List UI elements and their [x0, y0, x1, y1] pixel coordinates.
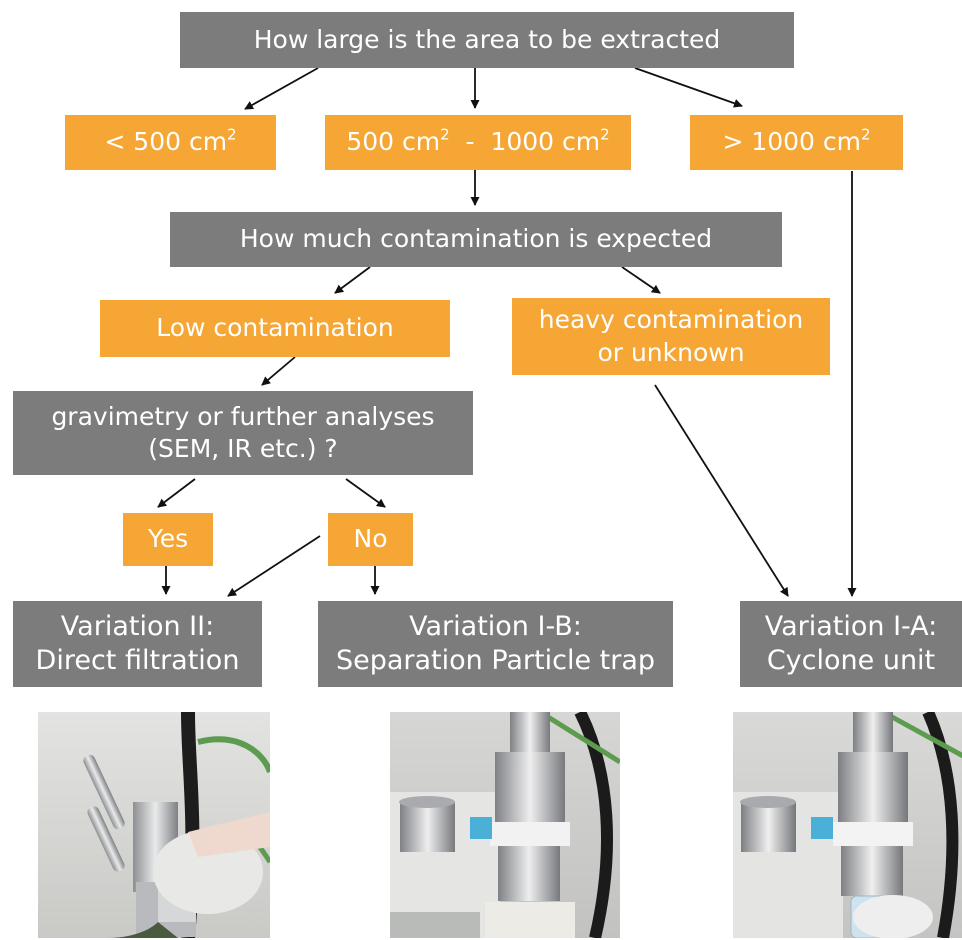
result-variation-ia-title: Variation I-A:	[764, 611, 938, 643]
question-contamination: How much contamination is expected	[170, 212, 782, 267]
question-analysis-line1: gravimetry or further analyses	[51, 401, 435, 431]
arrow-analysis-to-no	[345, 478, 386, 508]
arrow-heavy-to-ia	[654, 384, 789, 597]
result-variation-ib-title: Variation I-B:	[409, 611, 582, 643]
result-variation-ii: Variation II: Direct filtration	[13, 601, 262, 687]
arrow-area-to-large	[634, 67, 743, 108]
option-small-area: < 500 cm2	[65, 115, 276, 170]
answer-no: No	[328, 513, 413, 566]
result-variation-ib-desc: Separation Particle trap	[335, 645, 656, 676]
arrow-analysis-to-yes	[157, 478, 196, 508]
answer-no-label: No	[353, 524, 388, 554]
option-small-area-label: < 500 cm2	[104, 125, 237, 157]
option-large-area-label: > 1000 cm2	[722, 125, 871, 157]
arrow-no-to-ii	[227, 535, 321, 597]
question-area-size: How large is the area to be extracted	[180, 12, 794, 68]
result-variation-ia: Variation I-A: Cyclone unit	[740, 601, 962, 687]
option-large-area: > 1000 cm2	[690, 115, 903, 170]
arrow-low-to-analysis	[261, 356, 296, 386]
arrow-contamination-to-heavy	[621, 266, 661, 294]
photo-cyclone-unit	[733, 712, 962, 938]
option-heavy-line1: heavy contamination	[538, 305, 804, 334]
result-variation-ib: Variation I-B: Separation Particle trap	[318, 601, 673, 687]
answer-yes: Yes	[123, 513, 213, 566]
result-variation-ii-title: Variation II:	[60, 611, 215, 643]
question-area-label: How large is the area to be extracted	[253, 24, 721, 54]
option-heavy-line2: or unknown	[597, 337, 745, 367]
option-low-contamination: Low contamination	[100, 300, 450, 357]
question-contamination-label: How much contamination is expected	[239, 224, 713, 254]
result-variation-ii-desc: Direct filtration	[35, 645, 240, 676]
photo-direct-filtration	[38, 712, 270, 938]
option-medium-area-label: 500 cm2 - 1000 cm2	[346, 125, 610, 157]
option-medium-area: 500 cm2 - 1000 cm2	[325, 115, 631, 170]
question-analysis-line2: (SEM, IR etc.) ?	[148, 434, 338, 463]
option-low-contamination-label: Low contamination	[156, 313, 394, 343]
photo-particle-trap	[390, 712, 620, 938]
arrow-contamination-to-low	[334, 266, 371, 294]
question-analysis: gravimetry or further analyses (SEM, IR …	[13, 391, 473, 475]
arrow-area-to-small	[244, 67, 319, 110]
answer-yes-label: Yes	[147, 524, 189, 554]
result-variation-ia-desc: Cyclone unit	[766, 645, 936, 676]
option-heavy-contamination: heavy contamination or unknown	[512, 298, 830, 375]
